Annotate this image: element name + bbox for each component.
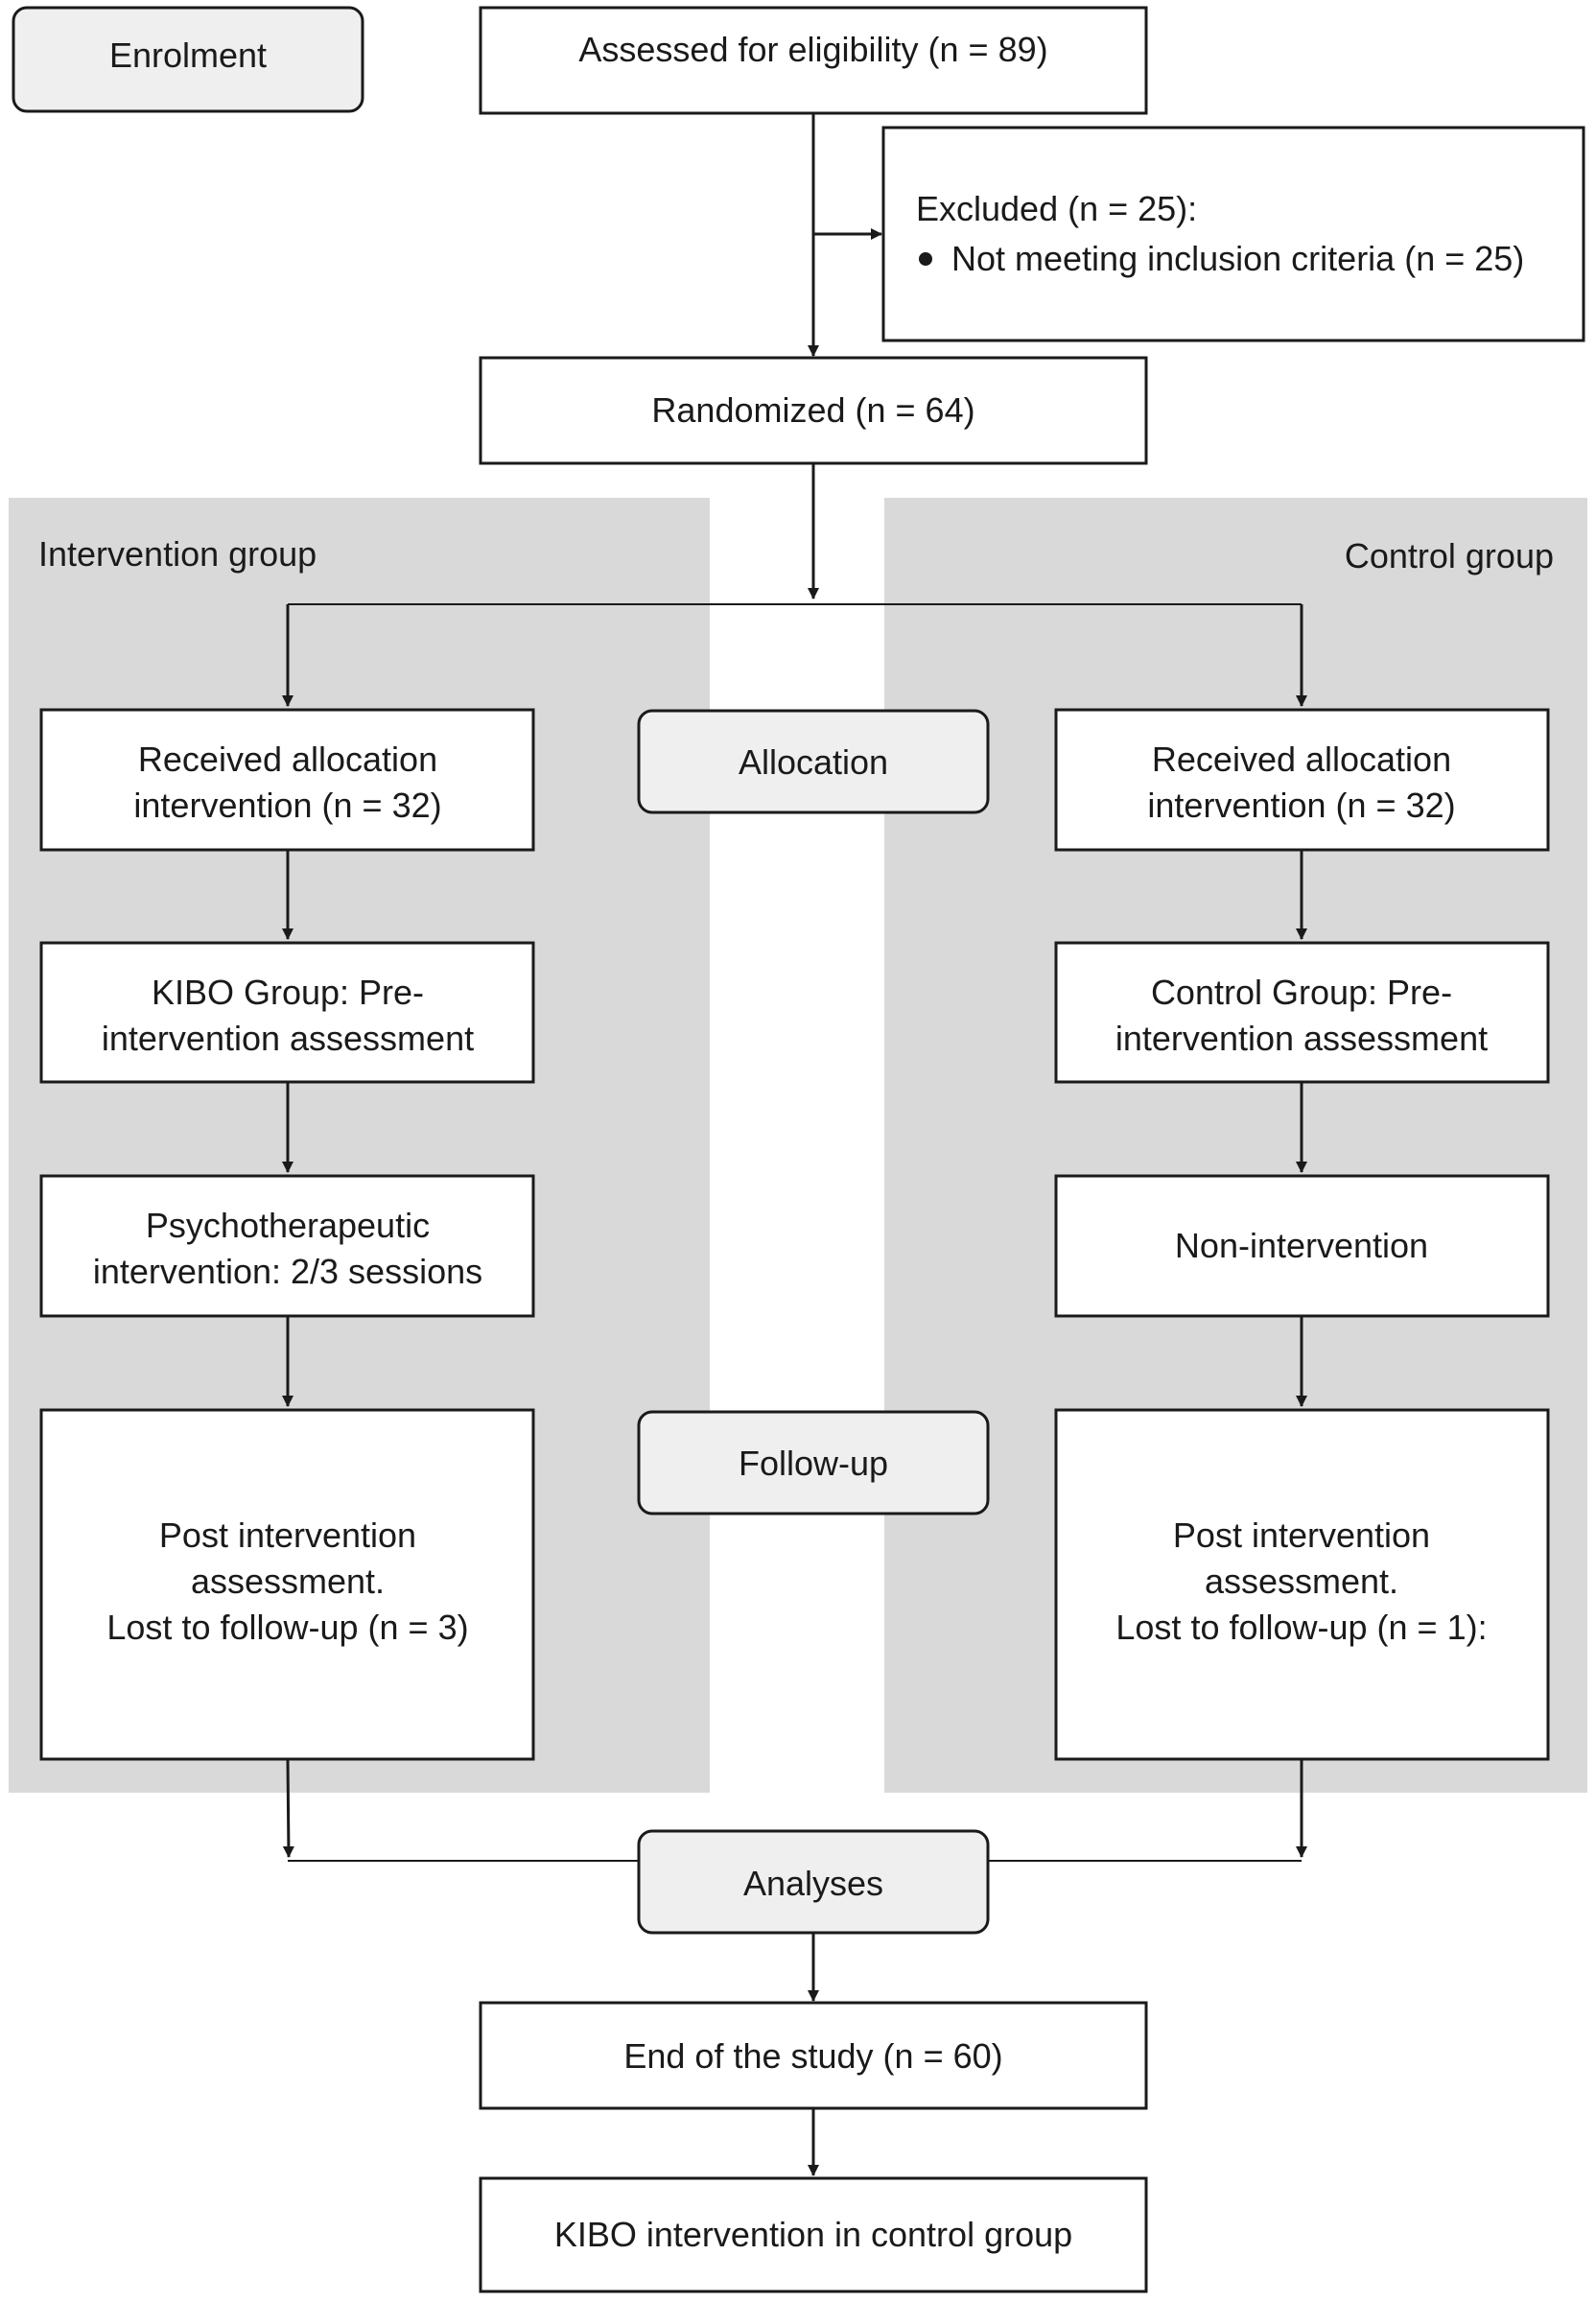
kibo-control-box xyxy=(479,2176,1148,2293)
intervention-post-text-line-1: Post intervention xyxy=(159,1515,416,1555)
connectors xyxy=(282,113,1307,2176)
assessed-text: Assessed for eligibility (n = 89) xyxy=(578,30,1047,69)
excluded-bullet-dot xyxy=(919,252,932,266)
intervention-received-box xyxy=(39,708,535,852)
enrolment-stage-box xyxy=(12,6,364,113)
control-treatment-text-line-1: Non-intervention xyxy=(1175,1226,1428,1265)
intervention-received-text-line-1: Received allocation xyxy=(138,740,437,779)
control-post-text-line-3: Lost to follow-up (n = 1): xyxy=(1115,1608,1487,1647)
kibo-control-text-line-1: KIBO intervention in control group xyxy=(554,2215,1072,2254)
control-post-box xyxy=(1054,1408,1550,1761)
intervention-received-text: Received allocation intervention (n = 32) xyxy=(133,740,441,825)
control-pre-text-line-1: Control Group: Pre- xyxy=(1151,973,1452,1012)
control-pre-box xyxy=(1054,941,1550,1084)
follow-up-stage-box xyxy=(637,1410,990,1515)
intervention-post-text-line-3: Lost to follow-up (n = 3) xyxy=(106,1608,468,1647)
excluded-box xyxy=(881,126,1585,342)
control-received-text-line-2: intervention (n = 32) xyxy=(1147,786,1455,825)
assessed-box xyxy=(479,6,1148,115)
intervention-pre-text: KIBO Group: Pre-intervention assessment xyxy=(102,973,474,1058)
analyses-stage-box xyxy=(637,1829,990,1935)
arrow-int-post-to-analyses xyxy=(282,1758,294,1858)
control-treatment-box xyxy=(1054,1174,1550,1318)
control-post-text-line-1: Post intervention xyxy=(1173,1515,1430,1555)
intervention-post-text-line-2: assessment. xyxy=(191,1562,385,1601)
intervention-treatment-text: Psychotherapeutic intervention: 2/3 sessi… xyxy=(93,1206,482,1291)
assessed-text-line-1: Assessed for eligibility (n = 89) xyxy=(578,30,1047,69)
excluded-title: Excluded (n = 25): xyxy=(916,189,1197,228)
intervention-post-box xyxy=(39,1408,535,1761)
control-group-label: Control group xyxy=(1345,536,1554,576)
intervention-received-text-line-2: intervention (n = 32) xyxy=(133,786,441,825)
control-post-text-line-2: assessment. xyxy=(1205,1562,1398,1601)
intervention-group-label: Intervention group xyxy=(38,534,317,574)
excluded-bullet-text: Not meeting inclusion criteria (n = 25) xyxy=(951,239,1524,278)
randomized-box xyxy=(479,356,1148,465)
allocation-stage-box xyxy=(637,709,990,814)
control-pre-text-line-2: intervention assessment xyxy=(1115,1019,1488,1058)
intervention-treatment-box xyxy=(39,1174,535,1318)
kibo-control-text: KIBO intervention in control group xyxy=(554,2215,1072,2254)
end-of-study-text-line-1: End of the study (n = 60) xyxy=(623,2036,1002,2076)
end-of-study-text: End of the study (n = 60) xyxy=(623,2036,1002,2076)
intervention-pre-text-line-1: KIBO Group: Pre- xyxy=(152,973,424,1012)
analyses-stage-label: Analyses xyxy=(743,1864,883,1903)
randomized-text-line-1: Randomized (n = 64) xyxy=(651,390,974,430)
control-post-text: Post intervention assessment. Lost to foll… xyxy=(1115,1515,1487,1647)
control-received-text: Received allocation intervention (n = 32) xyxy=(1147,740,1455,825)
intervention-pre-box xyxy=(39,941,535,1084)
randomized-text: Randomized (n = 64) xyxy=(651,390,974,430)
control-pre-text: Control Group: Pre-intervention assessme… xyxy=(1115,973,1488,1058)
control-received-box xyxy=(1054,708,1550,852)
enrolment-stage-label: Enrolment xyxy=(109,35,267,75)
control-received-text-line-1: Received allocation xyxy=(1152,740,1451,779)
allocation-stage-label: Allocation xyxy=(739,742,888,782)
follow-up-stage-label: Follow-up xyxy=(739,1444,888,1483)
intervention-post-text: Post intervention assessment. Lost to foll… xyxy=(106,1515,468,1647)
intervention-treatment-text-line-2: intervention: 2/3 sessions xyxy=(93,1252,482,1291)
intervention-treatment-text-line-1: Psychotherapeutic xyxy=(146,1206,430,1245)
control-treatment-text: Non-intervention xyxy=(1175,1226,1428,1265)
end-of-study-box xyxy=(479,2001,1148,2110)
intervention-pre-text-line-2: intervention assessment xyxy=(102,1019,474,1058)
